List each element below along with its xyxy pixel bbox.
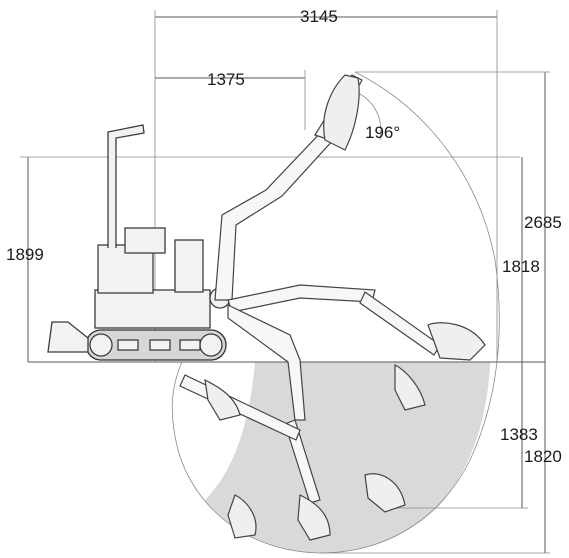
working-range-envelope — [171, 71, 500, 554]
cab-height-label: 1899 — [6, 245, 44, 264]
boom-dig-arm — [227, 304, 306, 421]
control-tower — [174, 239, 204, 293]
bucket-deep — [364, 473, 406, 513]
track-roller-1 — [117, 339, 139, 351]
roll-bar — [107, 124, 145, 248]
bucket-dig — [297, 494, 331, 541]
dig-depth-label: 1383 — [500, 425, 538, 444]
boom-raised — [214, 74, 363, 301]
track-idler — [89, 333, 113, 357]
max-dig-depth-label: 1820 — [524, 447, 562, 466]
boom-extended — [227, 284, 486, 361]
dump-height-label: 1818 — [502, 257, 540, 276]
bucket-extended — [427, 322, 486, 361]
dozer-blade — [47, 321, 89, 353]
boom-raised-arm — [214, 127, 336, 301]
tail-reach-label: 1375 — [207, 70, 245, 89]
max-reach-label: 3145 — [300, 7, 338, 26]
bucket-rotation-label: 196° — [365, 123, 400, 142]
dig-zone-shading — [205, 362, 490, 553]
boom-extended-arm — [227, 284, 376, 313]
stick-extended — [359, 291, 441, 356]
track-sprocket — [199, 333, 223, 357]
overall-height-label: 2685 — [524, 213, 562, 232]
boom-digging — [179, 304, 426, 541]
track-roller-2 — [149, 339, 171, 351]
upper-structure — [94, 289, 211, 329]
mini-excavator — [47, 124, 231, 361]
track-roller-3 — [179, 339, 201, 351]
bucket-dig-alt — [227, 494, 257, 539]
bucket-reach — [394, 364, 426, 411]
bucket-shallow — [204, 378, 241, 421]
seat — [124, 227, 166, 254]
bucket-raised — [323, 74, 360, 151]
